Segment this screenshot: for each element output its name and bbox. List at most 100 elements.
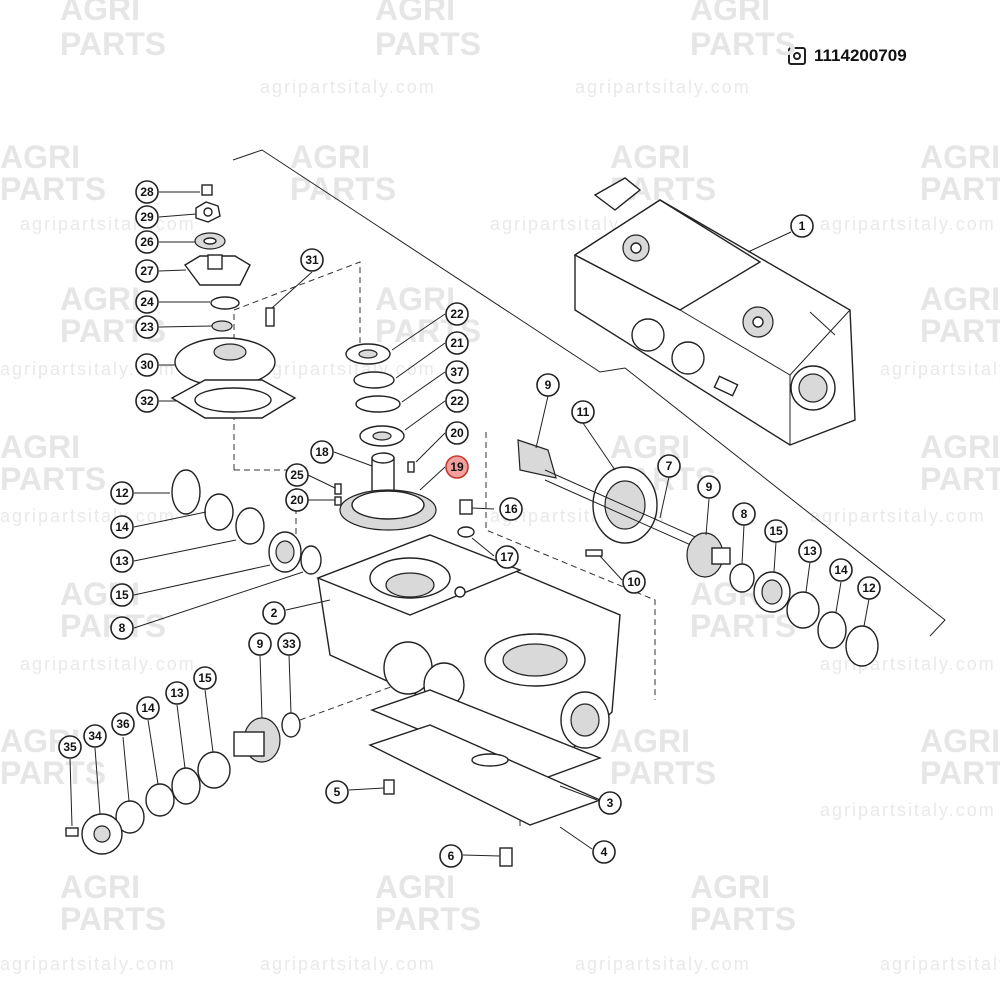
svg-text:35: 35 xyxy=(63,740,77,754)
callout-9-bottom[interactable]: 9 xyxy=(248,632,272,656)
callout-34[interactable]: 34 xyxy=(83,724,107,748)
svg-text:9: 9 xyxy=(257,637,264,651)
svg-text:21: 21 xyxy=(450,336,464,350)
watermark-agri: AGRI xyxy=(610,723,690,759)
watermark-parts: PARTS xyxy=(920,171,1000,207)
svg-text:5: 5 xyxy=(334,785,341,799)
callout-17[interactable]: 17 xyxy=(495,545,519,569)
watermark-url: agripartsitaly.com xyxy=(20,654,196,674)
svg-text:26: 26 xyxy=(140,235,154,249)
callout-37[interactable]: 37 xyxy=(445,360,469,384)
callout-25[interactable]: 25 xyxy=(285,463,309,487)
watermark-url: agripartsitaly.com xyxy=(575,954,751,974)
svg-text:25: 25 xyxy=(290,468,304,482)
callout-6[interactable]: 6 xyxy=(439,844,463,868)
watermark-parts: PARTS xyxy=(610,755,716,791)
callout-22-lower[interactable]: 22 xyxy=(445,389,469,413)
callout-23[interactable]: 23 xyxy=(135,315,159,339)
callout-20-center[interactable]: 20 xyxy=(445,421,469,445)
watermark-parts: PARTS xyxy=(690,608,796,644)
watermark-agri: AGRI xyxy=(920,281,1000,317)
callout-13-left[interactable]: 13 xyxy=(110,549,134,573)
watermark-parts: PARTS xyxy=(690,26,796,62)
callout-30[interactable]: 30 xyxy=(135,353,159,377)
callout-13-bottom[interactable]: 13 xyxy=(165,681,189,705)
callout-11[interactable]: 11 xyxy=(571,400,595,424)
watermark-agri: AGRI xyxy=(60,281,140,317)
callout-36[interactable]: 36 xyxy=(111,712,135,736)
watermark-url: agripartsitaly.com xyxy=(880,359,1000,379)
callout-2[interactable]: 2 xyxy=(262,601,286,625)
callout-15-left[interactable]: 15 xyxy=(110,583,134,607)
svg-text:20: 20 xyxy=(290,493,304,507)
callout-8-left[interactable]: 8 xyxy=(110,616,134,640)
watermark-url: agripartsitaly.com xyxy=(0,506,176,526)
callout-21[interactable]: 21 xyxy=(445,331,469,355)
callout-16[interactable]: 16 xyxy=(499,497,523,521)
callout-10[interactable]: 10 xyxy=(622,570,646,594)
callout-14-bottom[interactable]: 14 xyxy=(136,696,160,720)
svg-text:6: 6 xyxy=(448,849,455,863)
callout-35[interactable]: 35 xyxy=(58,735,82,759)
assembly-frame-line xyxy=(232,149,946,637)
svg-text:27: 27 xyxy=(140,264,154,278)
part-main-housing xyxy=(316,534,621,761)
svg-text:18: 18 xyxy=(315,445,329,459)
svg-text:14: 14 xyxy=(141,701,155,715)
watermark-parts: PARTS xyxy=(920,313,1000,349)
watermark-agri: AGRI xyxy=(375,0,455,27)
callout-12-right[interactable]: 12 xyxy=(857,576,881,600)
callout-26[interactable]: 26 xyxy=(135,230,159,254)
watermark-parts: PARTS xyxy=(920,755,1000,791)
callout-14-right[interactable]: 14 xyxy=(829,558,853,582)
callout-7[interactable]: 7 xyxy=(657,454,681,478)
svg-text:28: 28 xyxy=(140,185,154,199)
callout-14-left[interactable]: 14 xyxy=(110,515,134,539)
callout-24[interactable]: 24 xyxy=(135,290,159,314)
callout-32[interactable]: 32 xyxy=(135,389,159,413)
callout-3[interactable]: 3 xyxy=(598,791,622,815)
svg-text:8: 8 xyxy=(741,507,748,521)
svg-text:4: 4 xyxy=(601,845,608,859)
watermark-layer: AGRI PARTS AGRI PARTS AGRI PARTS agripar… xyxy=(0,0,1000,974)
svg-text:11: 11 xyxy=(577,405,590,419)
watermark-url: agripartsitaly.com xyxy=(20,214,196,234)
watermark-parts: PARTS xyxy=(920,461,1000,497)
svg-text:33: 33 xyxy=(282,637,296,651)
svg-text:30: 30 xyxy=(140,358,154,372)
callout-20-left[interactable]: 20 xyxy=(285,488,309,512)
callout-27[interactable]: 27 xyxy=(135,259,159,283)
callout-18[interactable]: 18 xyxy=(310,440,334,464)
svg-text:15: 15 xyxy=(198,671,212,685)
watermark-url: agripartsitaly.com xyxy=(260,359,436,379)
part-gearbox-housing-assembly xyxy=(573,177,856,446)
callout-22-top[interactable]: 22 xyxy=(445,302,469,326)
watermark-parts: PARTS xyxy=(60,26,166,62)
svg-text:1: 1 xyxy=(799,219,806,233)
watermark-url: agripartsitaly.com xyxy=(0,954,176,974)
callout-5[interactable]: 5 xyxy=(325,780,349,804)
callout-1[interactable]: 1 xyxy=(790,214,814,238)
callout-15-right[interactable]: 15 xyxy=(764,519,788,543)
watermark-url: agripartsitaly.com xyxy=(260,77,436,97)
watermark-url: agripartsitaly.com xyxy=(260,954,436,974)
callout-28[interactable]: 28 xyxy=(135,180,159,204)
svg-text:12: 12 xyxy=(862,581,876,595)
part-center-stack xyxy=(334,343,437,531)
callout-33[interactable]: 33 xyxy=(277,632,301,656)
callout-9-top[interactable]: 9 xyxy=(536,373,560,397)
callout-15-bottom[interactable]: 15 xyxy=(193,666,217,690)
svg-text:32: 32 xyxy=(140,394,154,408)
callout-19-selected[interactable]: 19 xyxy=(445,455,469,479)
callout-31[interactable]: 31 xyxy=(300,248,324,272)
callout-9-right[interactable]: 9 xyxy=(697,475,721,499)
callout-8-right[interactable]: 8 xyxy=(732,502,756,526)
callout-4[interactable]: 4 xyxy=(592,840,616,864)
svg-text:9: 9 xyxy=(545,378,552,392)
callout-29[interactable]: 29 xyxy=(135,205,159,229)
watermark-agri: AGRI xyxy=(610,139,690,175)
callout-13-right[interactable]: 13 xyxy=(798,539,822,563)
callout-12-left[interactable]: 12 xyxy=(110,481,134,505)
part-code-header: 1114200709 xyxy=(788,44,907,68)
